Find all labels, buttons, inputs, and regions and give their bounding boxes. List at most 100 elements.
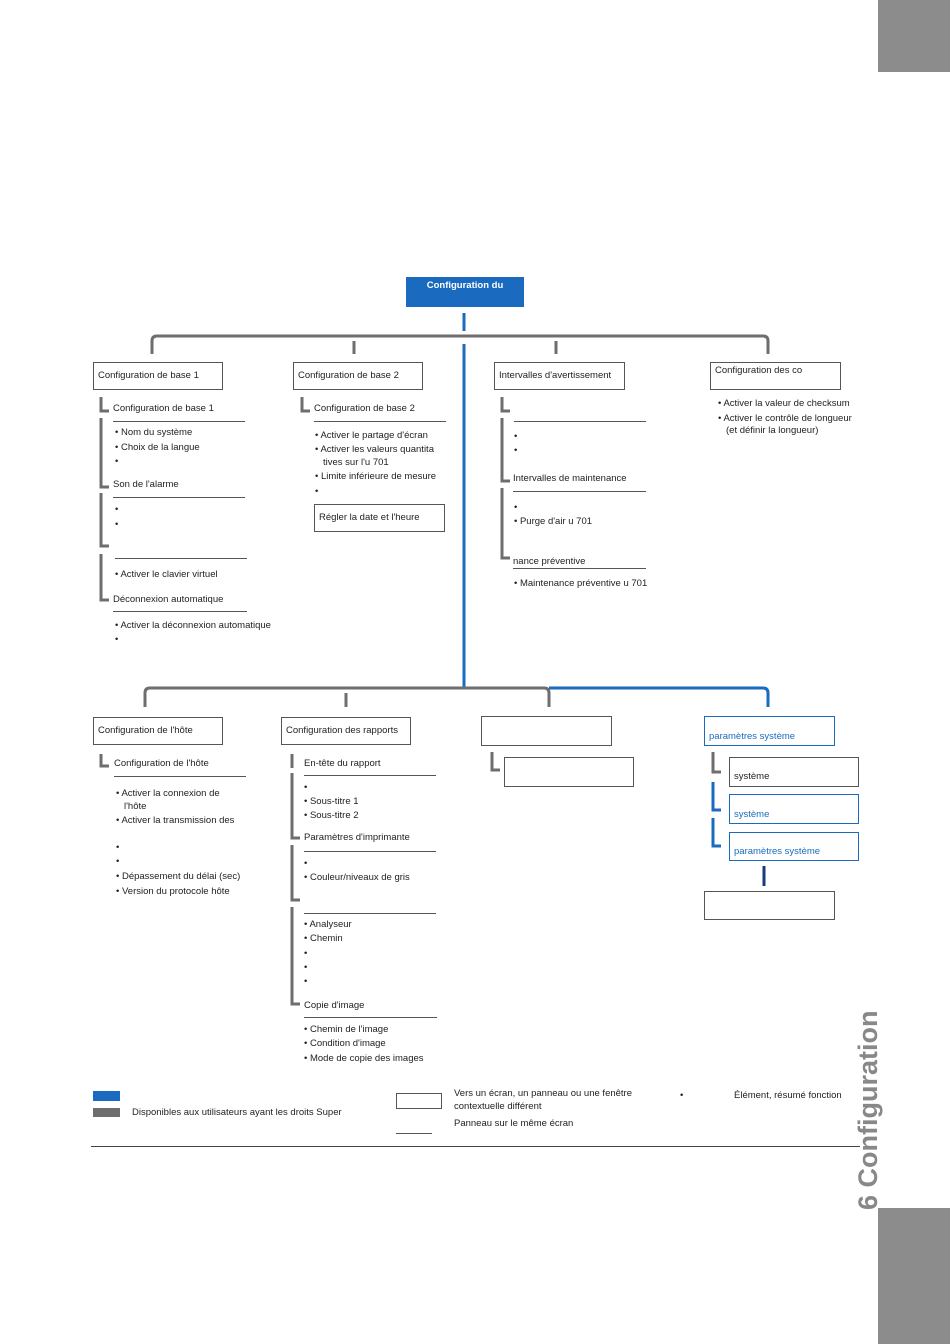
divider — [513, 491, 646, 492]
node-configuration-des-codes[interactable]: Configuration des co — [710, 362, 841, 390]
root-node-label: Configuration du — [426, 280, 504, 291]
list-item: • Activer le partage d'écran — [315, 430, 428, 441]
legend-box-swatch — [396, 1093, 442, 1109]
list-item: • Couleur/niveaux de gris — [304, 872, 410, 883]
list-item: • — [115, 519, 119, 530]
box-label: système — [734, 809, 770, 820]
legend-line-label: Panneau sur le même écran — [454, 1118, 574, 1129]
list-item: • Condition d'image — [304, 1038, 386, 1049]
list-item: • Purge d'air u 701 — [514, 516, 593, 527]
list-item-continuation: l'hôte — [124, 801, 147, 812]
divider — [513, 568, 646, 569]
list-item: • Sous-titre 1 — [304, 796, 359, 807]
list-item: • — [304, 858, 308, 869]
subnode-systeme-2[interactable]: système — [729, 794, 859, 824]
list-item: • Version du protocole hôte — [116, 886, 230, 897]
node-title: Configuration de base 2 — [298, 370, 399, 381]
list-item: • Activer la transmission des — [116, 815, 235, 826]
legend-bullet-swatch: • — [680, 1090, 684, 1101]
legend-box-label-1: Vers un écran, un panneau ou une fenêtre — [454, 1088, 632, 1099]
box-label: paramètres système — [734, 846, 821, 857]
divider — [304, 913, 436, 914]
list-item: • Dépassement du délai (sec) — [116, 871, 241, 882]
top-gray-tab — [878, 0, 950, 72]
divider — [115, 558, 247, 559]
list-item: • Activer la connexion de — [116, 788, 220, 799]
list-item: • Limite inférieure de mesure — [315, 471, 437, 482]
list-item: • — [315, 486, 319, 497]
box-label: système — [734, 771, 770, 782]
node-blank-2[interactable] — [704, 891, 835, 920]
list-item: • — [304, 976, 308, 987]
node-configuration-hote[interactable]: Configuration de l'hôte — [93, 717, 223, 745]
bottom-gray-tab — [878, 1208, 950, 1344]
group-heading: nance préventive — [513, 556, 586, 567]
legend-gray-label: Disponibles aux utilisateurs ayant les d… — [132, 1107, 342, 1118]
node-title: paramètres système — [709, 731, 796, 742]
node-blank-1[interactable] — [481, 716, 612, 746]
group-heading: Configuration de base 2 — [314, 403, 415, 414]
list-item: • Activer la déconnexion automatique — [115, 620, 271, 631]
list-item: • Chemin de l'image — [304, 1024, 389, 1035]
group-heading: Configuration de base 1 — [113, 403, 214, 414]
node-title: Configuration des rapports — [286, 725, 398, 736]
list-item: • Choix de la langue — [115, 442, 200, 453]
legend-gray-swatch — [93, 1108, 120, 1117]
divider — [304, 775, 436, 776]
subnode-parametres-systeme[interactable]: paramètres système — [729, 832, 859, 861]
box-label: Régler la date et l'heure — [319, 512, 420, 523]
divider — [113, 421, 245, 422]
group-heading: Configuration de l'hôte — [114, 758, 209, 769]
list-item: • Analyseur — [304, 919, 352, 930]
divider — [514, 421, 646, 422]
list-item: • — [514, 445, 518, 456]
list-item-continuation: tives sur l'u 701 — [323, 457, 389, 468]
divider — [304, 1017, 437, 1018]
node-configuration-de-base-2[interactable]: Configuration de base 2 — [293, 362, 423, 390]
node-title: Configuration des co — [715, 365, 803, 376]
divider — [114, 776, 246, 777]
node-title: Configuration de base 1 — [98, 370, 199, 381]
date-time-box[interactable]: Régler la date et l'heure — [314, 504, 445, 532]
legend-box-label-2: contextuelle différent — [454, 1101, 542, 1112]
list-item: • Sous-titre 2 — [304, 810, 359, 821]
list-item: • Maintenance préventive u 701 — [514, 578, 648, 589]
list-item: • — [115, 634, 119, 645]
list-item: • — [514, 431, 518, 442]
node-title: Configuration de l'hôte — [98, 725, 193, 736]
list-item: • Activer le clavier virtuel — [115, 569, 218, 580]
divider — [113, 497, 245, 498]
legend-blue-swatch — [93, 1091, 120, 1101]
node-title: Intervalles d'avertissement — [499, 370, 612, 381]
node-parametres-systeme[interactable]: paramètres système — [704, 716, 835, 746]
divider — [113, 611, 247, 612]
node-blank-1-sub[interactable] — [504, 757, 634, 787]
footer-rule — [91, 1146, 860, 1147]
divider — [314, 421, 446, 422]
list-item: • Activer la valeur de checksum — [718, 398, 850, 409]
list-item: • — [304, 962, 308, 973]
divider — [304, 851, 436, 852]
group-heading: Déconnexion automatique — [113, 594, 224, 605]
list-item: • — [514, 502, 518, 513]
list-item: • — [115, 504, 119, 515]
list-item: • — [116, 842, 120, 853]
list-item-continuation: (et définir la longueur) — [726, 425, 819, 436]
list-item: • — [304, 948, 308, 959]
group-heading: Intervalles de maintenance — [513, 473, 627, 484]
list-item: • Mode de copie des images — [304, 1053, 424, 1064]
group-heading: En-tête du rapport — [304, 758, 381, 769]
list-item: • Nom du système — [115, 427, 193, 438]
group-heading: Paramètres d'imprimante — [304, 832, 410, 843]
node-configuration-rapports[interactable]: Configuration des rapports — [281, 717, 411, 745]
legend-bullet-label: Élément, résumé fonction — [734, 1090, 842, 1101]
list-item: • — [115, 456, 119, 467]
root-node[interactable]: Configuration du — [406, 277, 524, 307]
subnode-systeme-1[interactable]: système — [729, 757, 859, 787]
list-item: • Chemin — [304, 933, 343, 944]
legend-line-swatch — [396, 1133, 432, 1134]
node-intervalles-avertissement[interactable]: Intervalles d'avertissement — [494, 362, 625, 390]
list-item: • — [116, 856, 120, 867]
node-configuration-de-base-1[interactable]: Configuration de base 1 — [93, 362, 223, 390]
